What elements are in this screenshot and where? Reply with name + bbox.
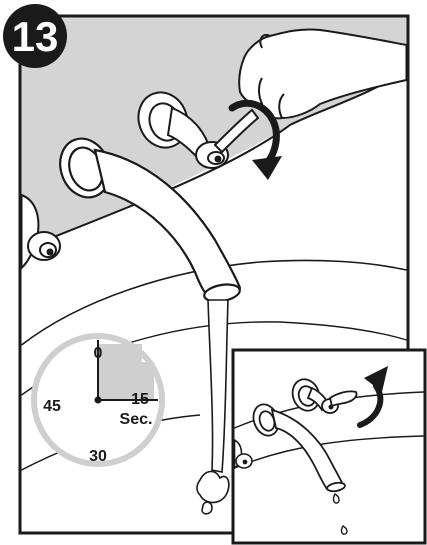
water-stream-icon bbox=[196, 299, 230, 515]
inset-spout bbox=[252, 403, 346, 493]
left-handle bbox=[20, 193, 61, 271]
inset-right-handle bbox=[291, 378, 358, 414]
rotate-counterclockwise-arrow-icon bbox=[357, 366, 388, 428]
step-number: 13 bbox=[12, 13, 59, 60]
hand-icon bbox=[238, 28, 408, 120]
rotate-clockwise-arrow-icon bbox=[228, 99, 282, 180]
spout bbox=[59, 137, 242, 303]
elapsed-time-wedge bbox=[98, 344, 154, 400]
step-number-badge: 13 bbox=[3, 4, 67, 68]
inset-panel bbox=[231, 348, 427, 545]
stopwatch-icon: 0 15 Sec. 30 45 bbox=[31, 333, 165, 467]
dial-label-right: 15 bbox=[131, 391, 149, 408]
dial-unit-label: Sec. bbox=[120, 411, 153, 428]
water-drips bbox=[332, 493, 348, 535]
right-handle bbox=[137, 91, 260, 169]
inset-left-handle bbox=[233, 438, 253, 470]
sink-basin bbox=[21, 69, 408, 251]
dial-center-dot bbox=[94, 396, 102, 404]
sink-rim bbox=[21, 259, 407, 346]
dial-label-left: 45 bbox=[43, 398, 61, 415]
inset-sink-basin bbox=[234, 435, 424, 469]
dial-label-bottom: 30 bbox=[89, 448, 107, 465]
dial-label-top: 0 bbox=[94, 345, 103, 362]
